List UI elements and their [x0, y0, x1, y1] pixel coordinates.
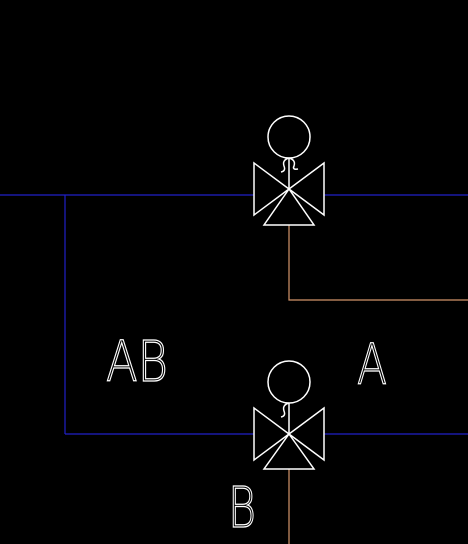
lower-valve-bottom-triangle	[262, 432, 316, 470]
upper-valve-right-triangle	[287, 161, 325, 217]
upper-actuator-stem	[280, 157, 299, 190]
lower-valve-left-triangle	[253, 406, 291, 462]
main-pipes	[0, 194, 468, 435]
upper-actuator-circle	[267, 115, 311, 159]
port-label-ab: AB	[106, 330, 168, 395]
port-label-b: B	[228, 476, 256, 541]
port-label-a: A	[357, 333, 387, 398]
lower-actuator-stem	[280, 402, 290, 435]
branch-pipes	[288, 225, 468, 544]
upper-valve-left-triangle	[253, 161, 291, 217]
lower-actuator-circle	[267, 360, 311, 404]
upper-branch-pipe	[288, 225, 468, 301]
upper-three-way-valve	[253, 115, 325, 226]
upper-valve-bottom-triangle	[262, 187, 316, 226]
lower-three-way-valve	[253, 360, 325, 470]
lower-valve-right-triangle	[287, 406, 325, 462]
